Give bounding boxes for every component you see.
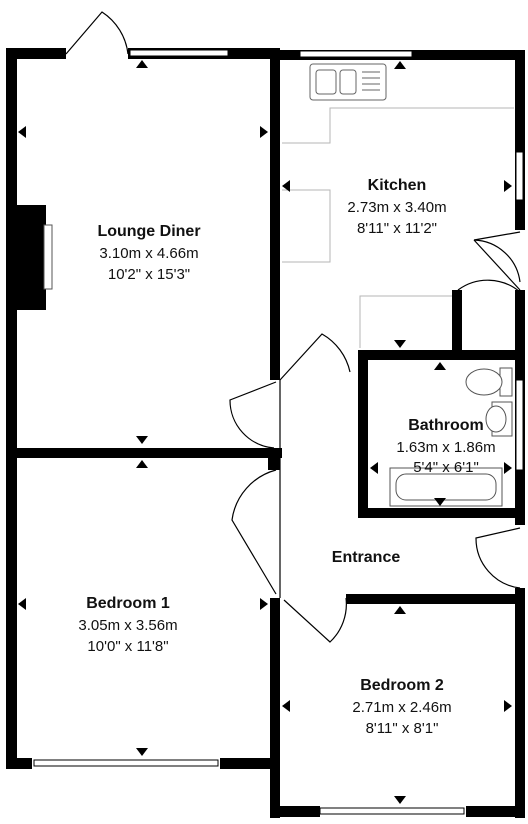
arrow-lounge-left (18, 126, 26, 138)
room-labels: Lounge Diner 3.10m x 4.66m 10'2" x 15'3"… (78, 177, 495, 737)
door-kitchen-hall (279, 333, 351, 381)
bedroom1-metric: 3.05m x 3.56m (78, 617, 177, 634)
door-entrance-right (475, 527, 521, 589)
windows (33, 49, 524, 815)
wall-bottom-d (466, 806, 525, 817)
basin-icon (485, 401, 513, 437)
arrow-bed2-right (504, 700, 512, 712)
window-kitchen (299, 50, 413, 58)
wall-bedroom1-right (270, 598, 280, 818)
arrow-bath-top (434, 362, 446, 370)
arrow-bed2-top (394, 606, 406, 614)
arrow-bed2-bottom (394, 796, 406, 804)
sink-icon (309, 63, 387, 101)
arrow-bath-bottom (434, 498, 446, 506)
worktop-top (282, 107, 514, 144)
lounge-imperial: 10'2" x 15'3" (108, 266, 190, 283)
lounge-metric: 3.10m x 4.66m (99, 245, 198, 262)
doors (65, 11, 521, 643)
wall-left (6, 48, 17, 768)
wall-bottom-b (220, 758, 280, 769)
bedroom2-imperial: 8'11" x 8'1" (366, 720, 439, 737)
arrow-bed1-bottom (136, 748, 148, 756)
window-kitchen-side (515, 151, 524, 201)
worktop-left (282, 189, 331, 263)
door-lounge-hall (229, 381, 277, 449)
chimney-breast (6, 205, 46, 310)
kitchen-imperial: 8'11" x 11'2" (357, 220, 437, 237)
arrow-kitchen-top (394, 61, 406, 69)
door-bedroom1 (231, 469, 277, 595)
arrow-lounge-right (260, 126, 268, 138)
bathroom-name: Bathroom (408, 417, 484, 434)
arrow-kitchen-left (282, 180, 290, 192)
arrow-lounge-bottom (136, 436, 148, 444)
arrow-kitchen-bottom (394, 340, 406, 348)
fixtures (43, 63, 514, 507)
wall-bedroom2-top (346, 594, 525, 604)
wall-right-bed2 (515, 588, 525, 818)
wall-right-mid (515, 290, 525, 350)
bathroom-imperial: 5'4" x 6'1" (413, 459, 479, 476)
arrow-bed1-left (18, 598, 26, 610)
arrow-bath-left (370, 462, 378, 474)
bedroom1-name: Bedroom 1 (86, 595, 170, 612)
door-kitchen-right-leaf (473, 239, 521, 291)
wall-lounge-bedroom1 (6, 448, 282, 458)
wall-bathroom-bottom (358, 508, 525, 518)
bedroom2-name: Bedroom 2 (360, 677, 444, 694)
wall-bathroom-left (358, 350, 368, 518)
fireplace-hearth (43, 224, 53, 290)
bathroom-metric: 1.63m x 1.86m (396, 439, 495, 456)
window-lounge (129, 49, 229, 57)
door-bedroom2 (283, 597, 347, 643)
wall-stub-1 (268, 448, 280, 470)
arrow-bed1-right (260, 598, 268, 610)
arrow-bed2-left (282, 700, 290, 712)
dimension-arrows (18, 60, 512, 804)
window-bathroom (515, 379, 524, 471)
bedroom1-imperial: 10'0" x 11'8" (87, 638, 168, 655)
wall-top-lounge-a (6, 48, 66, 59)
door-kitchen-right (473, 231, 521, 283)
wall-cupboard (452, 290, 462, 352)
door-cupboard (457, 279, 521, 293)
wall-right-kitchen (515, 50, 525, 230)
window-bedroom1 (33, 759, 219, 767)
kitchen-metric: 2.73m x 3.40m (347, 199, 446, 216)
wall-bathroom-top (358, 350, 525, 360)
toilet-icon (465, 367, 513, 397)
window-bedroom2 (319, 807, 465, 815)
kitchen-name: Kitchen (368, 177, 427, 194)
bath-icon (389, 467, 503, 507)
bedroom2-metric: 2.71m x 2.46m (352, 699, 451, 716)
wall-bottom-c (270, 806, 320, 817)
door-lounge-top (65, 11, 129, 55)
arrow-kitchen-right (504, 180, 512, 192)
wall-bottom-a (6, 758, 32, 769)
arrow-lounge-top (136, 60, 148, 68)
wall-lounge-kitchen (270, 50, 280, 380)
arrow-bath-right (504, 462, 512, 474)
arrow-bed1-top (136, 460, 148, 468)
entrance-name: Entrance (332, 549, 401, 566)
worktop-cupboard (359, 295, 452, 348)
lounge-name: Lounge Diner (97, 223, 200, 240)
